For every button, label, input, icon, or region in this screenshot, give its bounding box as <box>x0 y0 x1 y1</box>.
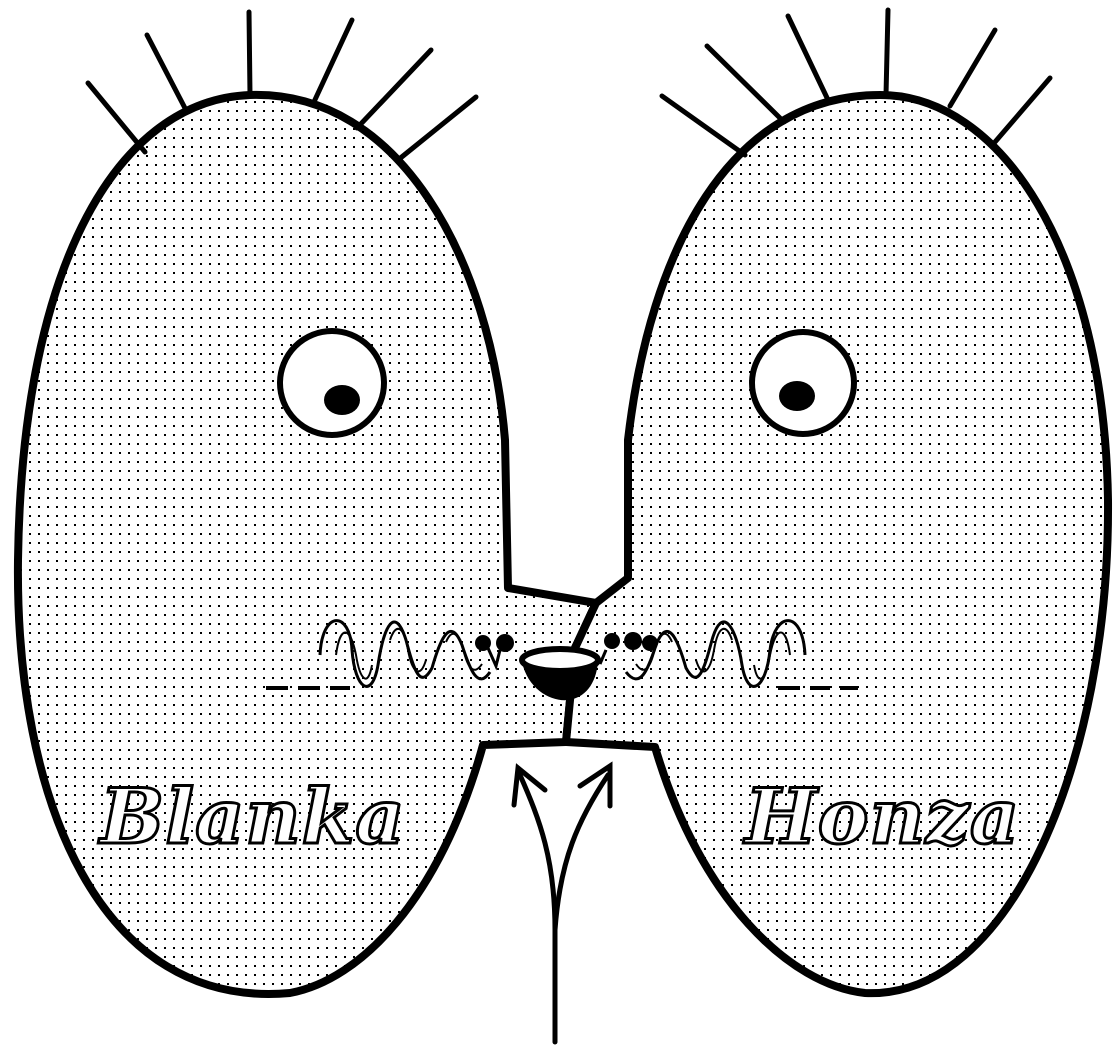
stimulus-arrows <box>514 766 610 1042</box>
left-cilium <box>88 83 145 152</box>
left-cilium <box>249 12 250 95</box>
left-cell-name: Blanka <box>98 772 406 861</box>
left-cilium <box>357 50 431 128</box>
right-cilium <box>995 78 1050 142</box>
left-cilium <box>313 20 352 104</box>
right-molecule-dot <box>604 633 620 649</box>
left-pupil <box>324 385 360 415</box>
right-cilium <box>950 30 995 106</box>
left-cilium <box>147 35 187 112</box>
left-arrow-curve <box>520 775 555 930</box>
cup-rim <box>522 649 598 671</box>
right-pupil <box>779 381 815 411</box>
right-eye <box>752 332 854 434</box>
right-cilium <box>662 96 745 155</box>
left-molecule-dot <box>496 634 514 652</box>
right-cilium <box>788 16 829 102</box>
right-arrow-curve <box>555 775 608 930</box>
right-molecule-dot <box>624 632 642 650</box>
left-eye <box>280 331 384 435</box>
right-cell-name: Honza <box>743 772 1020 861</box>
right-molecule-dot <box>642 635 658 651</box>
right-cilium <box>707 46 784 122</box>
left-cilium <box>398 97 476 160</box>
right-cilium <box>886 10 888 95</box>
